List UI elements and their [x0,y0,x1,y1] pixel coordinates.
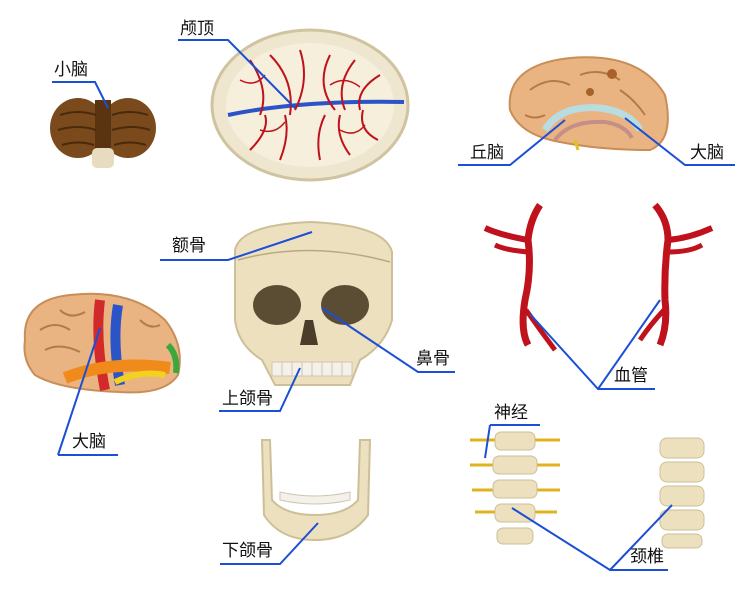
leader-thalamus [458,119,566,166]
leader-maxilla [219,367,301,412]
leader-cerebellum [52,81,109,109]
skull-cap-model [210,28,410,182]
label-frontal-bone: 额骨 [172,236,206,256]
leader-cranial-vault [178,39,296,109]
spine-model [470,431,705,549]
label-vessels: 血管 [614,366,648,386]
label-nerves: 神经 [494,403,528,423]
mandible-model [260,439,372,542]
leader-lines [52,39,735,571]
leader-cervical [511,504,673,571]
label-thalamus: 丘脑 [470,143,504,163]
leader-mandible [220,522,319,565]
leader-cerebrum-right [624,117,735,166]
brain-colored-model [23,292,181,394]
label-maxilla: 上颌骨 [222,389,273,409]
leader-vessels [529,299,661,390]
label-cerebrum-right: 大脑 [690,143,724,163]
leader-frontal-bone [160,231,313,261]
label-nasal-bone: 鼻骨 [416,349,450,369]
label-cranial-vault: 颅顶 [180,19,214,39]
label-cervical: 颈椎 [630,547,664,567]
brain-half-model [508,56,669,152]
arteries-model [483,202,714,352]
label-cerebellum: 小脑 [54,60,88,80]
label-mandible: 下颌骨 [222,541,273,561]
leader-cerebrum-left [57,327,118,456]
leader-nasal-bone [321,307,455,373]
label-cerebrum-left: 大脑 [72,432,106,452]
skull-model [234,220,393,386]
cerebellum-model [50,98,156,168]
leader-nerves [484,424,540,459]
